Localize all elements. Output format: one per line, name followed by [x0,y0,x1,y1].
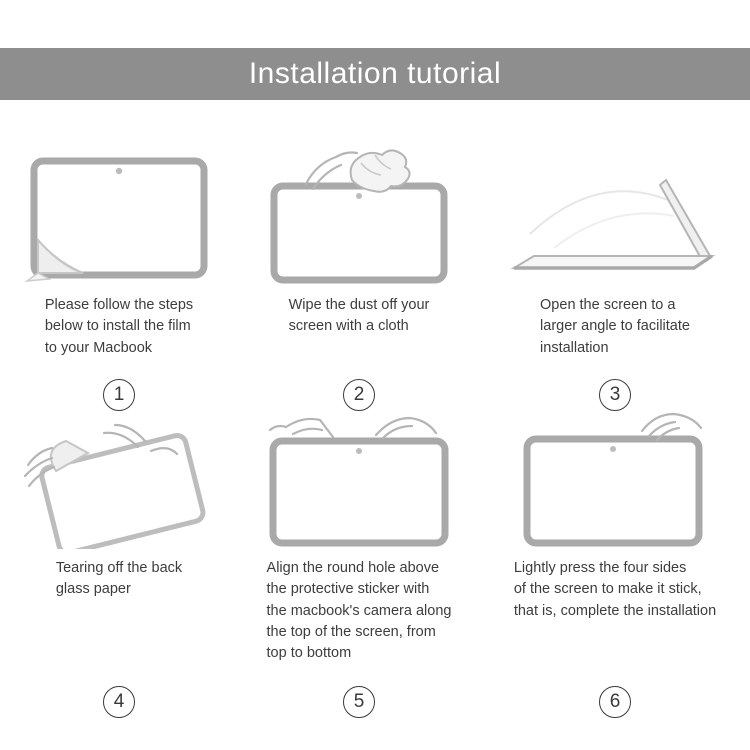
tutorial-header: Installation tutorial [0,48,750,100]
step-5: Align the round hole above the protectiv… [238,415,480,718]
step-6: Lightly press the four sides of the scre… [480,412,750,718]
step-6-illustration-area [480,412,750,549]
step-caption: Open the screen to a larger angle to fac… [540,297,690,356]
hand-wiping-screen-with-cloth-illustration [270,149,448,284]
step-3: Open the screen to a larger angle to fac… [480,128,750,415]
step-3-illustration-area [480,128,750,286]
macbook-screen-with-peeling-film-illustration [24,157,208,282]
step-2: Wipe the dust off your screen with a clo… [238,128,480,415]
step-number-badge: 3 [599,379,631,411]
step-number-badge: 6 [599,686,631,718]
step-number-badge: 4 [103,686,135,718]
hands-tearing-off-back-paper-illustration [23,423,206,549]
step-number-badge: 5 [343,686,375,718]
step-caption: Lightly press the four sides of the scre… [513,560,717,619]
hand-pressing-screen-sides-illustration [523,412,703,547]
step-caption: Please follow the steps below to install… [44,297,194,356]
step-4: Tearing off the back glass paper 4 [0,415,238,718]
step-1-illustration-area [0,128,238,286]
step-1: Please follow the steps below to install… [0,128,238,415]
hands-aligning-film-with-camera-illustration [268,416,449,547]
step-4-illustration-area [0,415,238,549]
step-2-illustration-area [238,128,480,286]
step-caption: Wipe the dust off your screen with a clo… [288,297,430,335]
step-caption: Align the round hole above the protectiv… [266,560,452,662]
step-number-badge: 1 [103,379,135,411]
step-number-badge: 2 [343,379,375,411]
page-title: Installation tutorial [248,57,502,90]
step-5-illustration-area [238,415,480,549]
steps-grid: Please follow the steps below to install… [0,128,750,718]
step-caption: Tearing off the back glass paper [55,560,183,598]
laptop-opened-to-wide-angle-illustration [510,178,716,270]
